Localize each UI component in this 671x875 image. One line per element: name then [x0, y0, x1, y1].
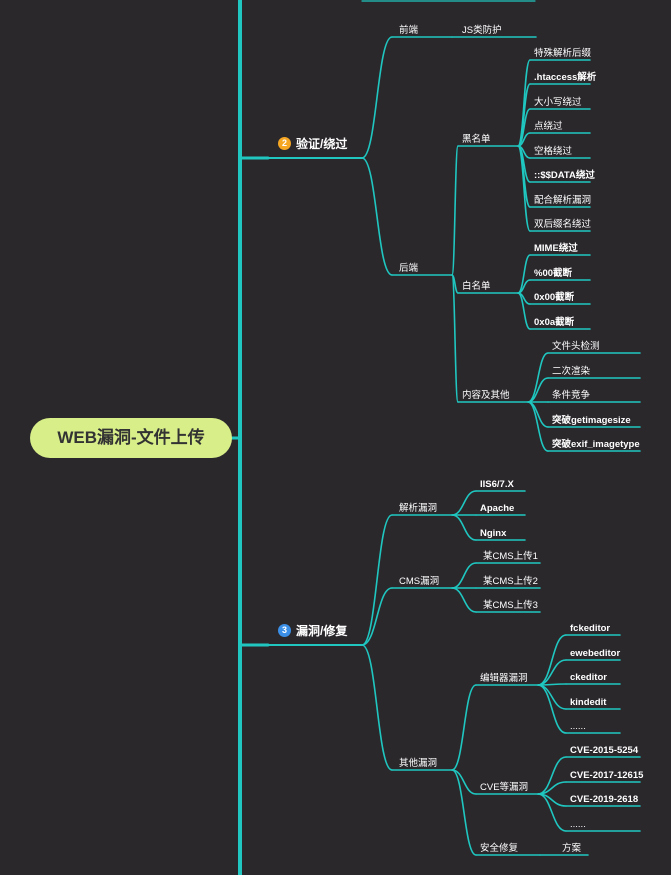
leaf-apache[interactable]: Apache — [480, 503, 515, 514]
branch-line — [361, 644, 393, 771]
node-backend[interactable]: 后端 — [399, 263, 419, 274]
node-frontend[interactable]: 前端 — [399, 25, 419, 36]
leaf-cve-more[interactable]: ...... — [570, 819, 586, 830]
leaf-fckeditor[interactable]: fckeditor — [570, 623, 611, 634]
branch-line — [451, 684, 477, 771]
branch-line — [361, 587, 393, 646]
leaf-exif[interactable]: 突破exif_imagetype — [552, 439, 640, 450]
branch-line — [527, 377, 549, 403]
node-cve-vuln[interactable]: CVE等漏洞 — [480, 782, 529, 793]
branch-line — [451, 769, 477, 856]
badge-3: 3 — [278, 624, 291, 637]
branch-line — [527, 352, 549, 403]
section-vuln-fix[interactable]: 3 漏洞/修复 — [278, 624, 347, 638]
leaf-cve-2015[interactable]: CVE-2015-5254 — [570, 745, 639, 756]
branch-line — [361, 157, 393, 276]
leaf-cve-2019[interactable]: CVE-2019-2618 — [570, 794, 639, 805]
leaf-race[interactable]: 条件竞争 — [552, 390, 591, 401]
leaf-kindedit[interactable]: kindedit — [570, 697, 607, 708]
branch-line — [537, 684, 567, 710]
leaf-getimagesize[interactable]: 突破getimagesize — [552, 415, 631, 426]
leaf-file-header[interactable]: 文件头检测 — [552, 341, 600, 352]
leaf-dot-bypass[interactable]: 点绕过 — [534, 121, 563, 132]
node-cms-vuln[interactable]: CMS漏洞 — [399, 576, 440, 587]
branch-line — [537, 634, 567, 686]
section-title: 验证/绕过 — [296, 137, 348, 151]
branch-line — [451, 587, 477, 613]
root-node[interactable]: WEB漏洞-文件上传 — [30, 418, 232, 458]
section-verify-bypass[interactable]: 2 验证/绕过 — [278, 137, 347, 151]
leaf-ckeditor[interactable]: ckeditor — [570, 672, 607, 683]
leaf-0x0a[interactable]: 0x0a截断 — [534, 317, 575, 328]
branch-line — [527, 401, 549, 452]
leaf-special-suffix[interactable]: 特殊解析后缀 — [534, 48, 592, 59]
leaf-cve-2017[interactable]: CVE-2017-12615 — [570, 770, 644, 781]
branch-line — [451, 514, 477, 541]
leaf-cms2[interactable]: 某CMS上传2 — [483, 576, 538, 587]
leaf-nginx[interactable]: Nginx — [480, 528, 507, 539]
branch-line — [517, 292, 531, 330]
branch-line — [451, 562, 477, 589]
node-editor-vuln[interactable]: 编辑器漏洞 — [480, 673, 528, 684]
leaf-pct00[interactable]: %00截断 — [534, 268, 573, 279]
leaf-htaccess[interactable]: .htaccess解析 — [534, 72, 597, 83]
node-whitelist[interactable]: 白名单 — [462, 281, 491, 292]
branch-line — [451, 145, 459, 276]
leaf-0x00[interactable]: 0x00截断 — [534, 292, 575, 303]
branch-line — [537, 659, 567, 686]
leaf-mime-bypass[interactable]: MIME绕过 — [534, 243, 578, 254]
node-other-vuln[interactable]: 其他漏洞 — [399, 758, 438, 769]
leaf-cms3[interactable]: 某CMS上传3 — [483, 600, 538, 611]
leaf-plan[interactable]: 方案 — [562, 843, 582, 854]
node-js-protection[interactable]: JS类防护 — [462, 25, 502, 36]
node-content-other[interactable]: 内容及其他 — [462, 390, 510, 401]
branch-line — [517, 145, 531, 232]
branch-line — [537, 684, 567, 734]
branch-line — [361, 514, 393, 646]
branch-line — [451, 490, 477, 516]
leaf-second-render[interactable]: 二次渲染 — [552, 366, 591, 377]
node-security-fix[interactable]: 安全修复 — [480, 843, 519, 854]
leaf-iis[interactable]: IIS6/7.X — [480, 479, 514, 490]
leaf-parse-vuln[interactable]: 配合解析漏洞 — [534, 195, 592, 206]
leaf-space-bypass[interactable]: 空格绕过 — [534, 146, 573, 157]
leaf-data-bypass[interactable]: ::$$DATA绕过 — [534, 170, 595, 181]
branch-line — [537, 793, 567, 832]
leaf-double-suffix[interactable]: 双后缀名绕过 — [534, 219, 592, 230]
leaf-ewebeditor[interactable]: ewebeditor — [570, 648, 621, 659]
leaf-case-bypass[interactable]: 大小写绕过 — [534, 97, 582, 108]
badge-2: 2 — [278, 137, 291, 150]
branch-line — [451, 274, 459, 403]
section-title: 漏洞/修复 — [296, 624, 348, 638]
node-parse-vuln[interactable]: 解析漏洞 — [399, 503, 438, 514]
branch-line — [361, 36, 393, 159]
node-blacklist[interactable]: 黑名单 — [462, 134, 491, 145]
leaf-editor-more[interactable]: ...... — [570, 721, 586, 732]
leaf-cms1[interactable]: 某CMS上传1 — [483, 551, 538, 562]
